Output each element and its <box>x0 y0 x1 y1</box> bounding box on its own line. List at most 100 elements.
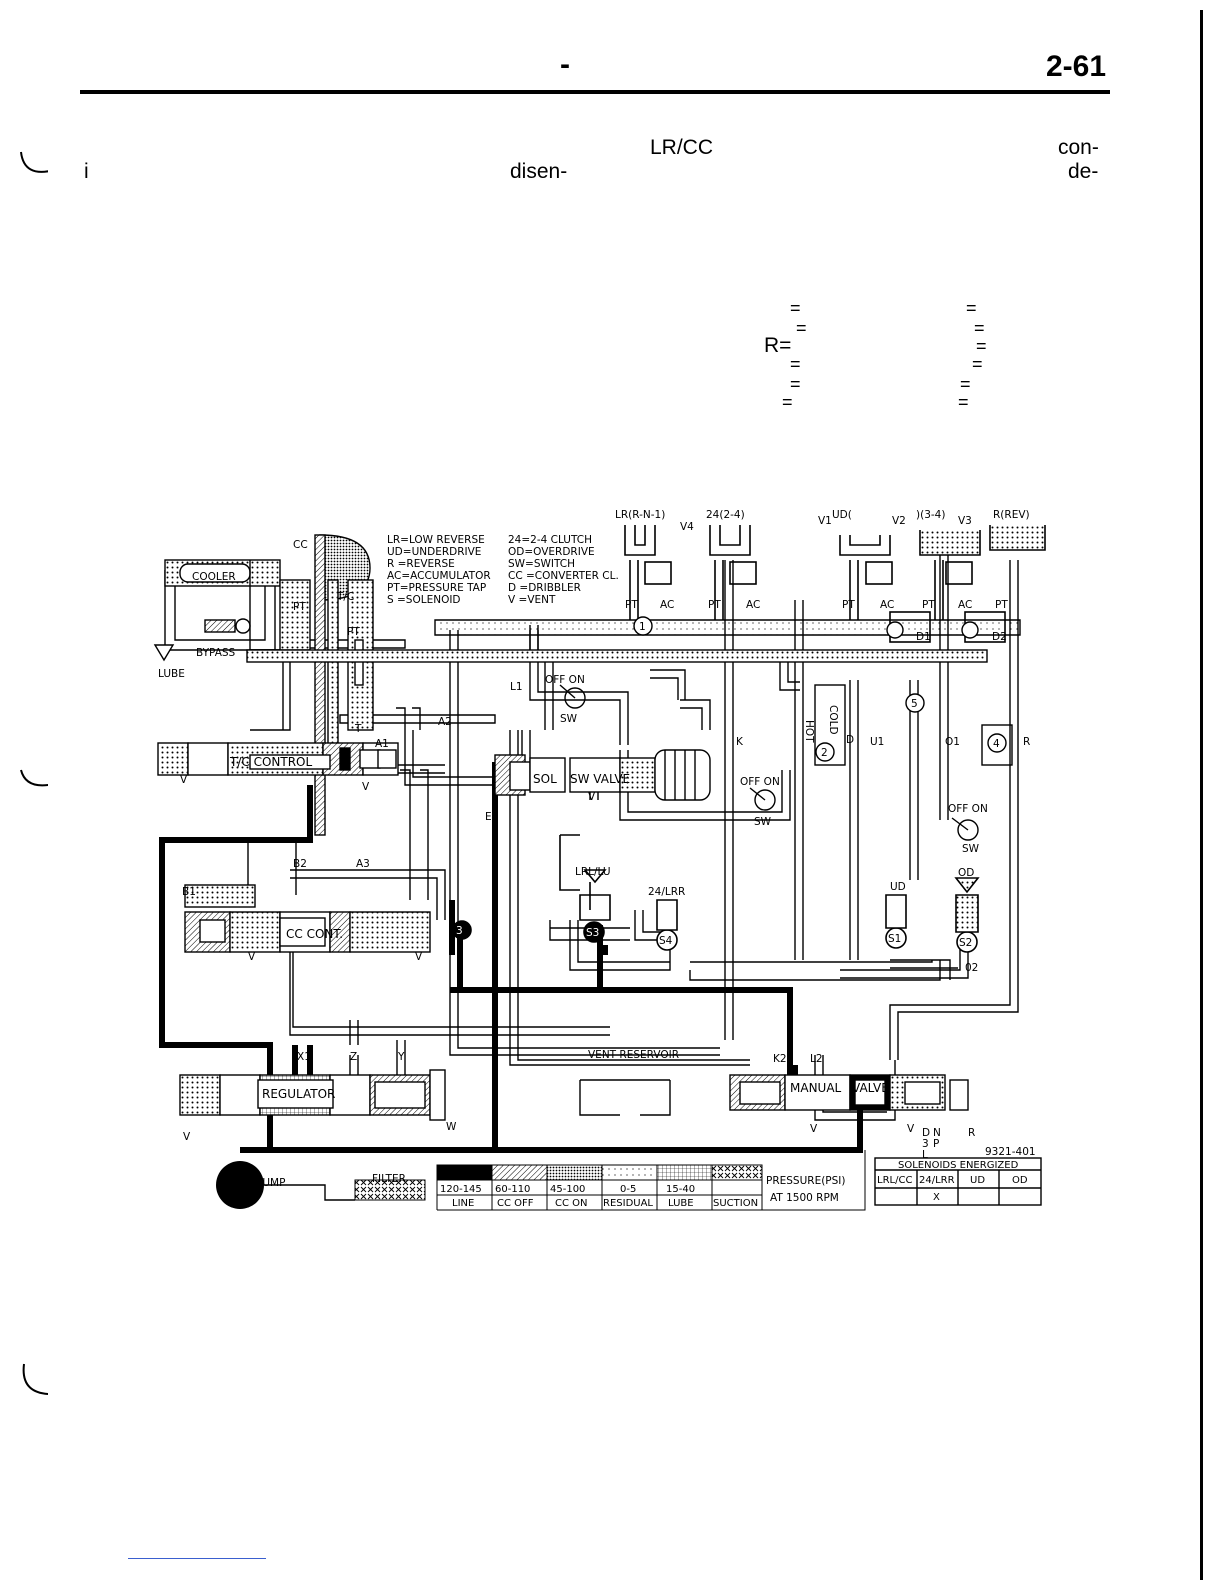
label-manual: MANUAL <box>790 1081 842 1095</box>
pressure-switches <box>559 684 979 841</box>
label-check-5: 5 <box>911 698 918 710</box>
label-tc: T/C <box>336 591 354 603</box>
regulator-valve <box>179 1069 446 1121</box>
eq-2a: = <box>796 318 807 338</box>
label-l2: L2 <box>810 1053 823 1065</box>
label-x1: X1 <box>297 1051 311 1063</box>
legend-s: S =SOLENOID <box>387 594 461 606</box>
label-sol: SOL <box>533 772 557 786</box>
vent-reservoir <box>579 1079 671 1116</box>
label-e: E <box>485 811 492 823</box>
label-v-6: V <box>588 791 596 803</box>
legend-sw: SW=SWITCH <box>508 558 575 570</box>
eq-1a: = <box>790 298 801 318</box>
label-pt-6: PT <box>922 599 935 611</box>
binding-mark-top <box>20 151 48 173</box>
label-gear-p: P <box>933 1138 939 1150</box>
label-v-7: V <box>810 1123 818 1135</box>
label-a3: A3 <box>356 858 370 870</box>
label-tc-control: T/C CONTROL <box>229 755 312 769</box>
label-v-4: V <box>415 951 423 963</box>
label-fig-id: 9321-401 <box>985 1146 1036 1158</box>
header-dash: - <box>560 48 570 81</box>
label-v4: V4 <box>680 521 694 533</box>
label-valve: VALVE <box>852 1081 889 1095</box>
solenoid-cell-24lr: X <box>933 1192 940 1203</box>
label-v-5: V <box>183 1131 191 1143</box>
legend-d: D =DRIBBLER <box>508 582 581 594</box>
label-od-sol: OD <box>958 867 974 879</box>
label-24lrr: 24/LRR <box>648 886 685 898</box>
label-sw-1: SW <box>560 713 578 725</box>
label-pt-1: PT <box>293 601 306 613</box>
label-check-4: 4 <box>993 738 1000 750</box>
eq-5a: = <box>790 374 801 394</box>
solenoids <box>452 834 980 953</box>
pressure-name-suction: SUCTION <box>713 1198 758 1209</box>
label-o1: O1 <box>945 736 960 748</box>
pressure-value-residual: 0-5 <box>620 1184 636 1195</box>
label-hot: HOT <box>803 720 815 743</box>
label-3-4: )(3-4) <box>916 509 945 521</box>
label-v3: V3 <box>958 515 972 527</box>
label-cold: COLD <box>827 705 839 735</box>
label-lr-rn1: LR(R-N-1) <box>615 509 665 521</box>
eq-4b: = <box>972 354 983 374</box>
pressure-name-residual: RESIDUAL <box>603 1198 653 1209</box>
tc-control-valve <box>157 742 399 776</box>
label-24-2-4: 24(2-4) <box>706 509 745 521</box>
label-regulator: REGULATOR <box>262 1087 335 1101</box>
text-i: i <box>84 160 89 183</box>
binding-mark-bottom <box>22 1363 48 1395</box>
eq-6b: = <box>958 392 969 412</box>
label-pt-7: PT <box>995 599 1008 611</box>
label-pt-5: PT <box>842 599 855 611</box>
solenoid-table-text: SOLENOIDS ENERGIZED LRL/CC 24/LRR UD OD … <box>877 1160 1028 1203</box>
label-v-1: V <box>180 774 188 786</box>
label-pt-4: PT <box>708 599 721 611</box>
label-d1: D1 <box>916 631 931 643</box>
label-02: 02 <box>965 962 978 974</box>
label-r-port: R <box>1023 736 1030 748</box>
check-balls <box>633 616 1013 766</box>
label-filter: FILTER <box>372 1173 406 1185</box>
pressure-caption-1: PRESSURE(PSI) <box>766 1175 846 1187</box>
label-off-on-1: OFF ON <box>545 674 585 686</box>
label-v-8: V <box>907 1123 915 1135</box>
label-pump: PUMP <box>256 1177 285 1189</box>
label-gear-r: R <box>968 1127 975 1139</box>
legend-ud: UD=UNDERDRIVE <box>387 546 481 558</box>
label-u1: U1 <box>870 736 884 748</box>
manual-valve <box>729 1074 969 1111</box>
page-number: 2-61 <box>1046 50 1107 83</box>
label-a2: A2 <box>438 716 452 728</box>
label-s1: S1 <box>888 933 901 945</box>
label-ud-sol: UD <box>890 881 906 893</box>
label-ac-1: AC <box>660 599 674 611</box>
text-disen: disen- <box>510 160 568 183</box>
right-margin-rule <box>1200 10 1203 1580</box>
label-rrev: R(REV) <box>993 509 1030 521</box>
pressure-name-lube: LUBE <box>668 1198 694 1209</box>
legend-r: R =REVERSE <box>387 558 455 570</box>
label-lube: LUBE <box>158 668 185 680</box>
label-gear-d: D <box>922 1127 930 1139</box>
label-b2: B2 <box>293 858 307 870</box>
label-sw-3: SW <box>962 843 980 855</box>
label-sw-2: SW <box>754 816 772 828</box>
label-pt-3: PT <box>625 599 638 611</box>
label-s4: S4 <box>659 935 673 947</box>
filter-element <box>354 1179 426 1201</box>
pressure-name-line: LINE <box>452 1198 474 1209</box>
label-k2: K2 <box>773 1053 787 1065</box>
fluid-passages <box>240 540 1021 1121</box>
label-ac-3: AC <box>880 599 894 611</box>
pressure-table-text: 120-145 60-110 45-100 0-5 15-40 LINE CC … <box>440 1175 846 1209</box>
legend-od: OD=OVERDRIVE <box>508 546 595 558</box>
label-vent-reservoir: VENT RESERVOIR <box>588 1049 679 1061</box>
pressure-name-cc-on: CC ON <box>555 1198 588 1209</box>
binding-mark-middle <box>20 769 48 787</box>
solenoid-header-od: OD <box>1012 1175 1028 1186</box>
label-cc-cont: CC CONT. <box>286 927 343 941</box>
text-de: de- <box>1068 160 1099 183</box>
